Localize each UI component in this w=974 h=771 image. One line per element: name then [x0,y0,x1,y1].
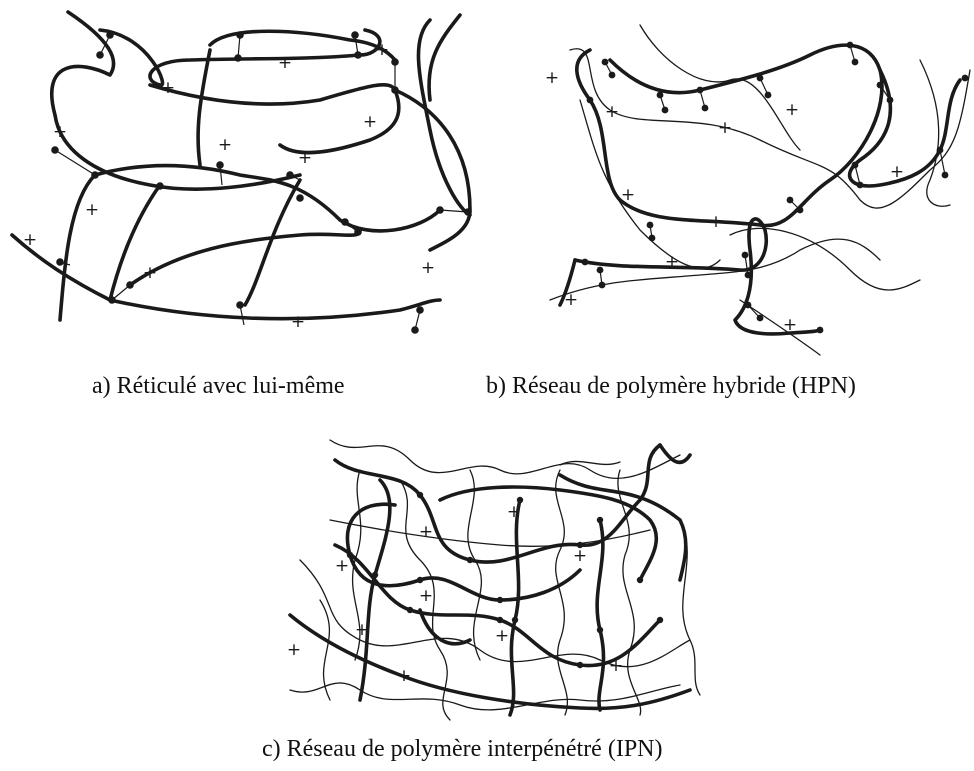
caption-panel-b: b) Réseau de polymère hybride (HPN) [486,374,856,398]
thick-chains-c [290,445,690,715]
charge-plus: + [495,626,509,646]
charge-plus: + [507,502,521,522]
charge-plus: + [419,586,433,606]
caption-panel-c: c) Réseau de polymère interpénétré (IPN) [262,737,663,761]
charge-plus: + [609,656,623,676]
charge-plus: + [287,640,301,660]
caption-panel-a: a) Réticulé avec lui-même [92,374,345,398]
charge-plus: + [573,546,587,566]
charge-plus: + [335,556,349,576]
charge-plus: + [355,620,369,640]
charge-markers-c: + + + + + + + + + + [287,502,623,686]
charge-plus: + [419,522,433,542]
charge-plus: + [397,666,411,686]
